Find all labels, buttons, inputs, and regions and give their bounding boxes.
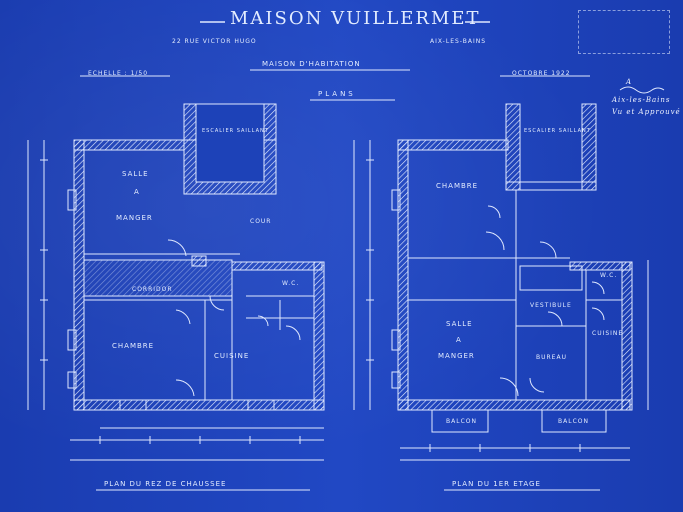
address-text: 22 RUE VICTOR HUGO bbox=[172, 38, 257, 45]
room-label: BUREAU bbox=[536, 354, 567, 361]
room-label: BALCON bbox=[446, 418, 477, 425]
side-note-line: Vu et Approuvé bbox=[612, 108, 681, 116]
plans-heading: PLANS bbox=[318, 90, 356, 98]
drawing-title: MAISON VUILLERMET bbox=[230, 8, 481, 29]
room-label: W.C. bbox=[600, 272, 618, 279]
first-floor-plan bbox=[353, 103, 649, 461]
town-text: AIX-LES-BAINS bbox=[430, 38, 487, 45]
room-label: MANGER bbox=[116, 214, 153, 222]
room-label: A bbox=[134, 188, 140, 196]
room-label: ESCALIER SAILLANT bbox=[202, 128, 269, 134]
room-label: ESCALIER SAILLANT bbox=[524, 128, 591, 134]
first-floor-caption: PLAN DU 1ER ETAGE bbox=[452, 480, 541, 488]
room-label: CUISINE bbox=[214, 352, 250, 360]
ground-floor-caption: PLAN DU REZ DE CHAUSSEE bbox=[104, 480, 227, 488]
room-label: CHAMBRE bbox=[436, 182, 479, 190]
room-label: VESTIBULE bbox=[530, 302, 572, 309]
approval-stamp bbox=[578, 10, 670, 54]
ground-floor-plan bbox=[27, 103, 325, 461]
room-label: CUISINE bbox=[592, 330, 624, 337]
room-label: COUR bbox=[250, 218, 272, 225]
subtitle-text: MAISON D'HABITATION bbox=[262, 60, 361, 68]
room-label: A bbox=[456, 336, 462, 344]
scale-text: ECHELLE : 1/50 bbox=[88, 70, 149, 77]
room-label: BALCON bbox=[558, 418, 589, 425]
room-label: CHAMBRE bbox=[112, 342, 155, 350]
date-text: OCTOBRE 1922 bbox=[512, 70, 571, 77]
side-note-line: Aix-les-Bains bbox=[612, 96, 671, 104]
room-label: MANGER bbox=[438, 352, 475, 360]
room-label: W.C. bbox=[282, 280, 300, 287]
room-label: SALLE bbox=[446, 320, 473, 328]
room-label: SALLE bbox=[122, 170, 149, 178]
side-note-line: A bbox=[626, 78, 633, 86]
corridor-label: CORRIDOR bbox=[132, 286, 173, 293]
